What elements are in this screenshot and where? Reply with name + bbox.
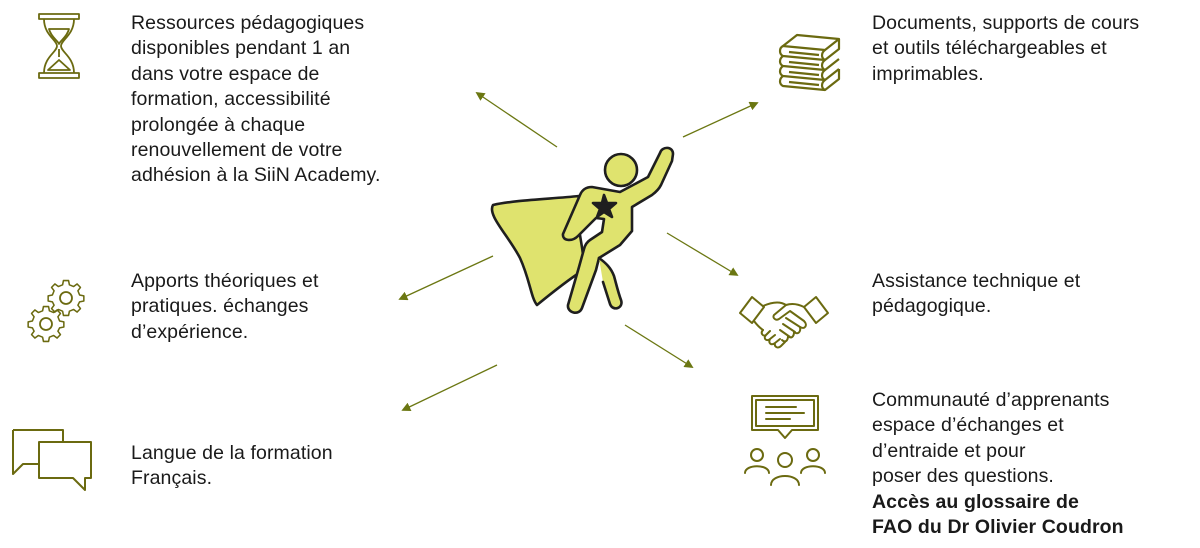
feature-apports-text: Apports théoriques et pratiques. échange… bbox=[131, 269, 318, 345]
glossary-link-line: FAO du Dr Olivier Coudron bbox=[872, 516, 1124, 539]
feature-line: d’entraide et pour bbox=[872, 439, 1026, 462]
feature-line: d’expérience. bbox=[131, 320, 249, 343]
feature-line: Documents, supports de cours bbox=[872, 12, 1140, 34]
feature-communaute-text: Communauté d’apprenants espace d’échange… bbox=[872, 388, 1124, 540]
feature-line: Apports théoriques et bbox=[131, 270, 319, 292]
glossary-link-line: Accès au glossaire de bbox=[872, 490, 1079, 513]
arrow-to-communaute bbox=[624, 324, 694, 368]
hourglass-icon bbox=[38, 13, 80, 79]
gears-icon bbox=[27, 279, 85, 343]
feature-line: Communauté d’apprenants bbox=[872, 389, 1110, 411]
arrow-to-documents bbox=[682, 101, 759, 138]
books-icon bbox=[778, 33, 841, 92]
feature-line: imprimables. bbox=[872, 62, 984, 85]
chat-bubbles-icon bbox=[12, 429, 92, 491]
feature-line: adhésion à la SiiN Academy. bbox=[131, 164, 381, 187]
feature-documents-text: Documents, supports de cours et outils t… bbox=[872, 11, 1139, 87]
arrow-to-apports bbox=[398, 255, 494, 301]
arrow-to-assistance bbox=[666, 232, 739, 276]
feature-langue-text: Langue de la formation Français. bbox=[131, 441, 333, 492]
handshake-icon bbox=[739, 296, 829, 349]
feature-line: renouvellement de votre bbox=[131, 139, 343, 162]
feature-line: Ressources pédagogiques bbox=[131, 12, 365, 34]
feature-line: poser des questions. bbox=[872, 465, 1054, 488]
feature-line: et outils téléchargeables et bbox=[872, 37, 1107, 60]
feature-ressources-text: Ressources pédagogiques disponibles pend… bbox=[131, 11, 380, 189]
arrow-to-langue bbox=[401, 364, 498, 411]
community-icon bbox=[744, 395, 826, 486]
feature-line: pédagogique. bbox=[872, 295, 992, 318]
feature-assistance-text: Assistance technique et pédagogique. bbox=[872, 269, 1080, 320]
superhero-icon bbox=[490, 146, 675, 314]
arrow-to-ressources bbox=[475, 91, 558, 148]
feature-line: disponibles pendant 1 an bbox=[131, 37, 351, 60]
feature-line: pratiques. échanges bbox=[131, 295, 309, 318]
feature-line: Langue de la formation bbox=[131, 442, 333, 464]
feature-line: Assistance technique et bbox=[872, 270, 1081, 292]
feature-line: Français. bbox=[131, 467, 213, 490]
feature-line: espace d’échanges et bbox=[872, 414, 1064, 437]
feature-line: prolongée à chaque bbox=[131, 113, 306, 136]
feature-line: formation, accessibilité bbox=[131, 88, 331, 111]
feature-line: dans votre espace de bbox=[131, 62, 320, 85]
